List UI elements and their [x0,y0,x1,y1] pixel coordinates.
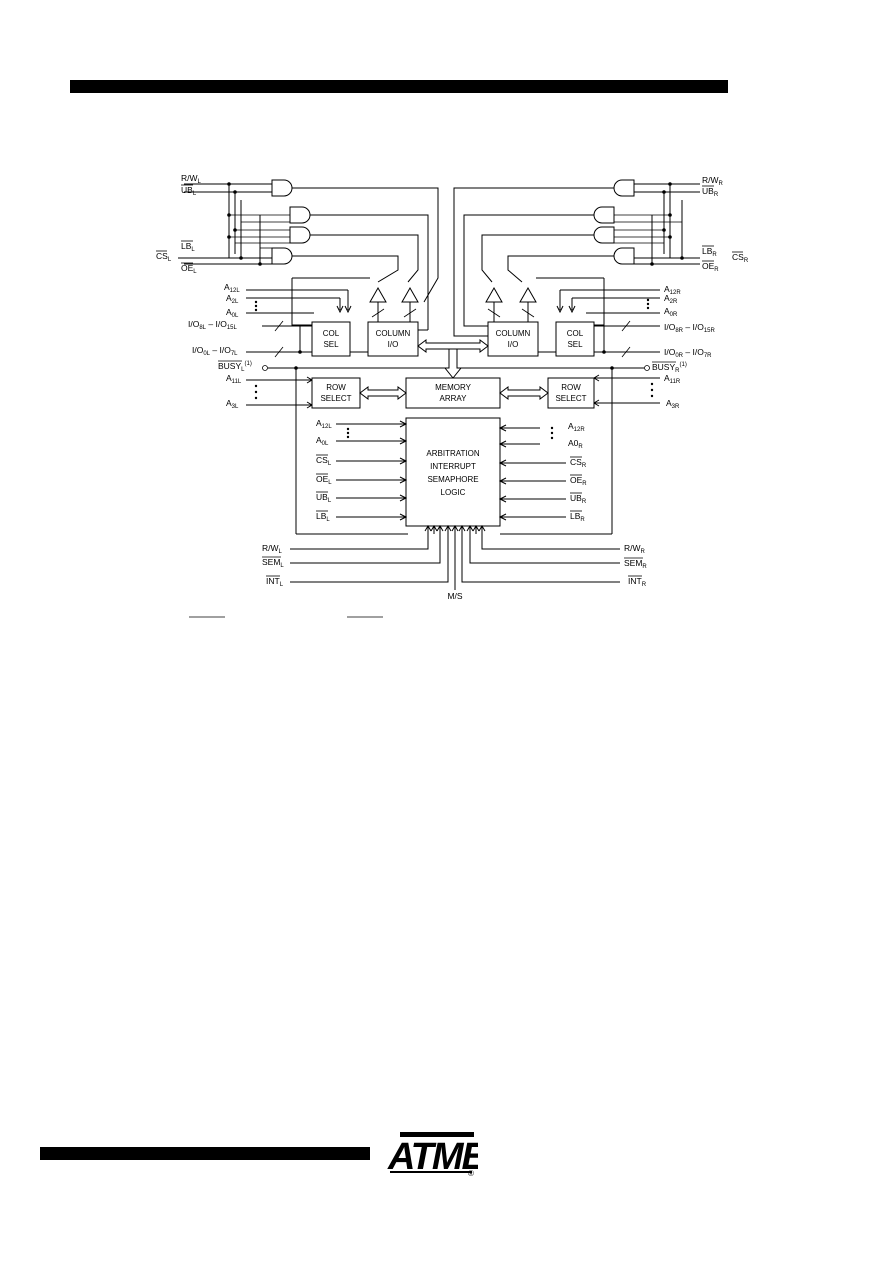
label-rw-bottom-left: R/WL [262,543,283,555]
footer-rule [40,1147,370,1160]
label-a2-left: A2L [226,293,239,305]
label-rw-left: R/WL [181,173,202,185]
svg-text:INTERRUPT: INTERRUPT [430,462,476,471]
column-io-bus-arrow [417,339,489,379]
label-a11-left: A11L [226,373,242,385]
right-address-io [500,289,660,535]
label-sem-right: SEMR [624,558,647,570]
label-logic-a0-right: A0R [568,438,583,450]
label-io-hi-left: I/O8L – I/O15L [188,319,238,331]
label-a3-left: A3L [226,398,239,410]
logic-inputs [336,420,566,521]
label-logic-a0-left: A0L [316,435,329,447]
label-rw-bottom-right: R/WR [624,543,646,555]
label-logic-a12-right: A12R [568,421,585,433]
label-int-left: INTL [266,576,284,588]
svg-text:LOGIC: LOGIC [441,488,466,497]
label-logic-lb-left: LBL [316,511,330,523]
label-a11-right: A11R [664,373,681,385]
label-logic-lb-right: LBR [570,511,585,523]
svg-text:®: ® [468,1169,474,1177]
label-a0-right: A0R [664,306,678,318]
label-a2-right: A2R [664,293,678,305]
label-io-lo-left: I/O0L – I/O7L [192,345,238,357]
label-cs-left: CSL [156,251,172,263]
memory-array-block: MEMORY ARRAY [405,377,501,409]
label-rw-right: R/WR [702,175,724,187]
left-control-gates [178,179,439,331]
right-row-select-block: ROW SELECT [547,377,595,409]
right-col-sel-block: COL SEL [555,321,595,357]
svg-text:M/S: M/S [447,591,462,601]
label-logic-ub-left: UBL [316,492,332,504]
atmel-logo: ATMEL ® [387,1132,478,1177]
label-oe-left: OEL [181,263,197,275]
left-row-select-block: ROW SELECT [311,377,361,409]
label-ub-right: UBR [702,186,719,198]
left-col-sel-block: COL SEL [311,321,351,357]
svg-text:SELECT: SELECT [320,394,351,403]
arbitration-logic-block: ARBITRATION INTERRUPT SEMAPHORE LOGIC [405,417,501,527]
label-io-hi-right: I/O8R – I/O15R [664,322,715,334]
svg-text:COL: COL [323,329,340,338]
left-column-io-block: COLUMN I/O [367,321,419,357]
row-memory-arrows [359,386,549,400]
label-busy-left: BUSYL(1) [218,361,252,373]
svg-text:ARBITRATION: ARBITRATION [426,449,479,458]
label-lb-right: LBR [702,246,717,258]
label-oe-right: OER [702,261,719,273]
right-labels: R/WR UBR LBR CSR OER A12R A2R A0R I/O8R … [568,175,749,588]
left-labels: R/WL UBL LBL CSL OEL A12L A2L A0L I/O8L … [156,173,332,588]
label-logic-oe-right: OER [570,475,587,487]
label-logic-oe-left: OEL [316,474,332,486]
svg-text:SEL: SEL [323,340,339,349]
label-a0-left: A0L [226,307,239,319]
svg-text:I/O: I/O [388,340,399,349]
svg-text:MEMORY: MEMORY [435,383,472,392]
label-a12-left: A12L [224,282,240,294]
label-ub-left: UBL [181,185,197,197]
svg-text:SEMAPHORE: SEMAPHORE [427,475,478,484]
label-logic-cs-left: CSL [316,455,332,467]
label-busy-right: BUSYR(1) [652,362,687,374]
right-control-gates [453,179,700,337]
right-column-io-block: COLUMN I/O [487,321,539,357]
svg-text:SEL: SEL [567,340,583,349]
label-logic-cs-right: CSR [570,457,587,469]
svg-text:COLUMN: COLUMN [496,329,531,338]
label-io-lo-right: I/O0R – I/O7R [664,347,712,359]
svg-text:I/O: I/O [508,340,519,349]
label-lb-left: LBL [181,241,195,253]
svg-text:COLUMN: COLUMN [376,329,411,338]
svg-text:ARRAY: ARRAY [440,394,468,403]
bottom-inputs [290,525,620,590]
header-rule [70,80,728,93]
label-logic-ub-right: UBR [570,493,587,505]
label-a12-right: A12R [664,284,681,296]
svg-text:ROW: ROW [561,383,581,392]
svg-text:ATMEL: ATMEL [387,1136,478,1177]
svg-text:COL: COL [567,329,584,338]
label-cs-right: CSR [732,252,749,264]
label-a3-right: A3R [666,398,680,410]
svg-text:ROW: ROW [326,383,346,392]
ms-label: M/S [447,591,462,601]
svg-text:SELECT: SELECT [555,394,586,403]
label-sem-left: SEML [262,557,284,569]
label-logic-a12-left: A12L [316,418,332,430]
label-int-right: INTR [628,576,647,588]
